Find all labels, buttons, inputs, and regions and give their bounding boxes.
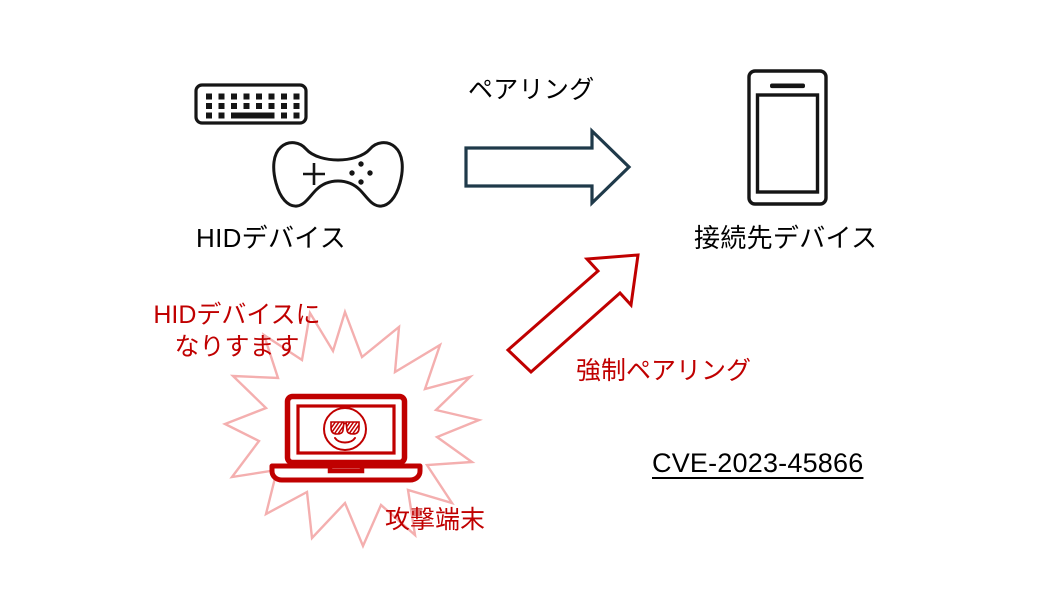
label-forced-pairing: 強制ペアリング [576, 357, 752, 385]
label-cve-id: CVE-2023-45866 [652, 448, 864, 478]
block-arrow-up-right-icon [505, 253, 640, 375]
explosion-burst-icon [222, 308, 483, 550]
gamepad-icon [272, 141, 404, 208]
label-hid-device: HIDデバイス [196, 223, 347, 253]
label-pairing: ペアリング [468, 76, 595, 104]
keyboard-icon [194, 83, 308, 125]
sunglasses-smiley-icon [323, 407, 367, 451]
smartphone-icon [747, 69, 828, 206]
label-spoof-line2: なりすます [174, 333, 300, 361]
label-target-device: 接続先デバイス [694, 223, 878, 253]
laptop-icon [269, 393, 423, 483]
label-attacker-device: 攻撃端末 [385, 506, 486, 534]
label-spoof-note: HIDデバイスに なりすます [144, 299, 330, 363]
label-spoof-line1: HIDデバイスに [153, 301, 321, 329]
block-arrow-right-icon [464, 127, 632, 207]
